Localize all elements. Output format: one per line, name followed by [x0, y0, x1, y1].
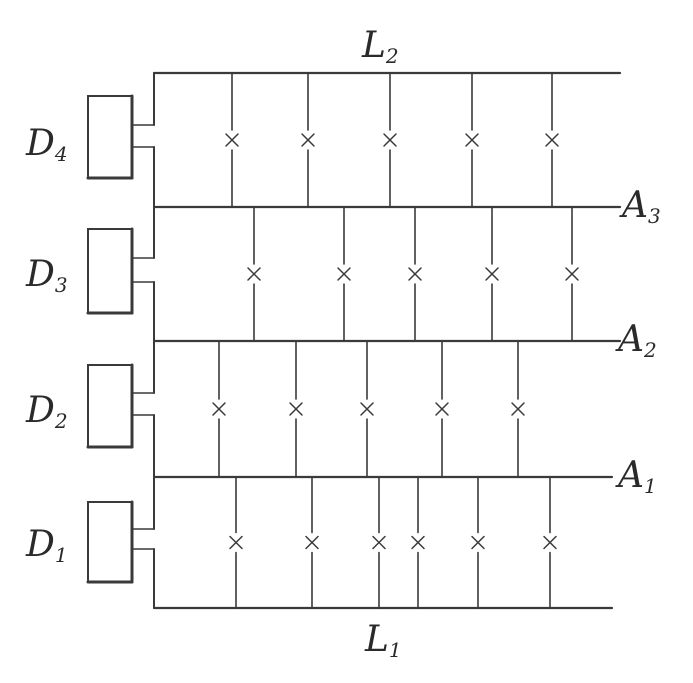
- lamp-cross-b: [247, 267, 261, 281]
- lamp-D3-1: [247, 206, 261, 342]
- label-A3: A3: [622, 185, 661, 228]
- label-L2: L2: [362, 25, 399, 68]
- lamp-cross-b: [485, 267, 499, 281]
- dynamo-box-D4: [87, 95, 133, 179]
- lamps: [212, 72, 579, 609]
- label-D3: D3: [26, 254, 68, 297]
- lamp-cross-b: [408, 267, 422, 281]
- label-A1: A1: [618, 455, 657, 498]
- lamp-D4-4: [465, 72, 479, 208]
- wiring: [131, 71, 622, 610]
- lamp-D3-5: [565, 206, 579, 342]
- lamp-cross-b: [383, 133, 397, 147]
- dynamo-box-D3: [87, 228, 133, 314]
- lamp-D3-3: [408, 206, 422, 342]
- lamp-D1-6: [543, 476, 557, 609]
- lamp-D1-3: [372, 476, 386, 609]
- lamp-D1-2: [305, 476, 319, 609]
- lamp-cross-b: [435, 402, 449, 416]
- lamp-D1-1: [229, 476, 243, 609]
- lamp-D2-3: [360, 340, 374, 478]
- lamp-D4-3: [383, 72, 397, 208]
- lamp-cross-b: [289, 402, 303, 416]
- label-D2: D2: [26, 390, 68, 433]
- lamp-D4-5: [545, 72, 559, 208]
- lamp-D2-1: [212, 340, 226, 478]
- lamp-cross-b: [471, 535, 485, 550]
- lamp-cross-b: [360, 402, 374, 416]
- dynamo-box-D2: [87, 364, 133, 448]
- lamp-D4-2: [301, 72, 315, 208]
- lamp-cross-b: [225, 133, 239, 147]
- lamp-cross-b: [372, 535, 386, 550]
- lamp-cross-b: [543, 535, 557, 550]
- lamp-cross-b: [229, 535, 243, 550]
- lamp-cross-b: [565, 267, 579, 281]
- lamp-D4-1: [225, 72, 239, 208]
- lamp-cross-b: [305, 535, 319, 550]
- lamp-cross-b: [545, 133, 559, 147]
- label-A2: A2: [618, 319, 657, 362]
- lamp-cross-b: [301, 133, 315, 147]
- label-L1: L1: [365, 619, 402, 662]
- dynamo-box-D1: [87, 501, 133, 583]
- lamp-D3-2: [337, 206, 351, 342]
- lamp-cross-b: [337, 267, 351, 281]
- dynamos: [86, 94, 134, 584]
- lamp-D1-5: [471, 476, 485, 609]
- lamp-cross-b: [411, 535, 425, 550]
- lamp-D2-4: [435, 340, 449, 478]
- label-D4: D4: [26, 123, 68, 166]
- lamp-cross-b: [212, 402, 226, 416]
- lamp-D2-5: [511, 340, 525, 478]
- lamp-cross-b: [465, 133, 479, 147]
- lamp-D3-4: [485, 206, 499, 342]
- lamp-D2-2: [289, 340, 303, 478]
- label-D1: D1: [26, 524, 68, 567]
- lamp-D1-4: [411, 476, 425, 609]
- lamp-cross-b: [511, 402, 525, 416]
